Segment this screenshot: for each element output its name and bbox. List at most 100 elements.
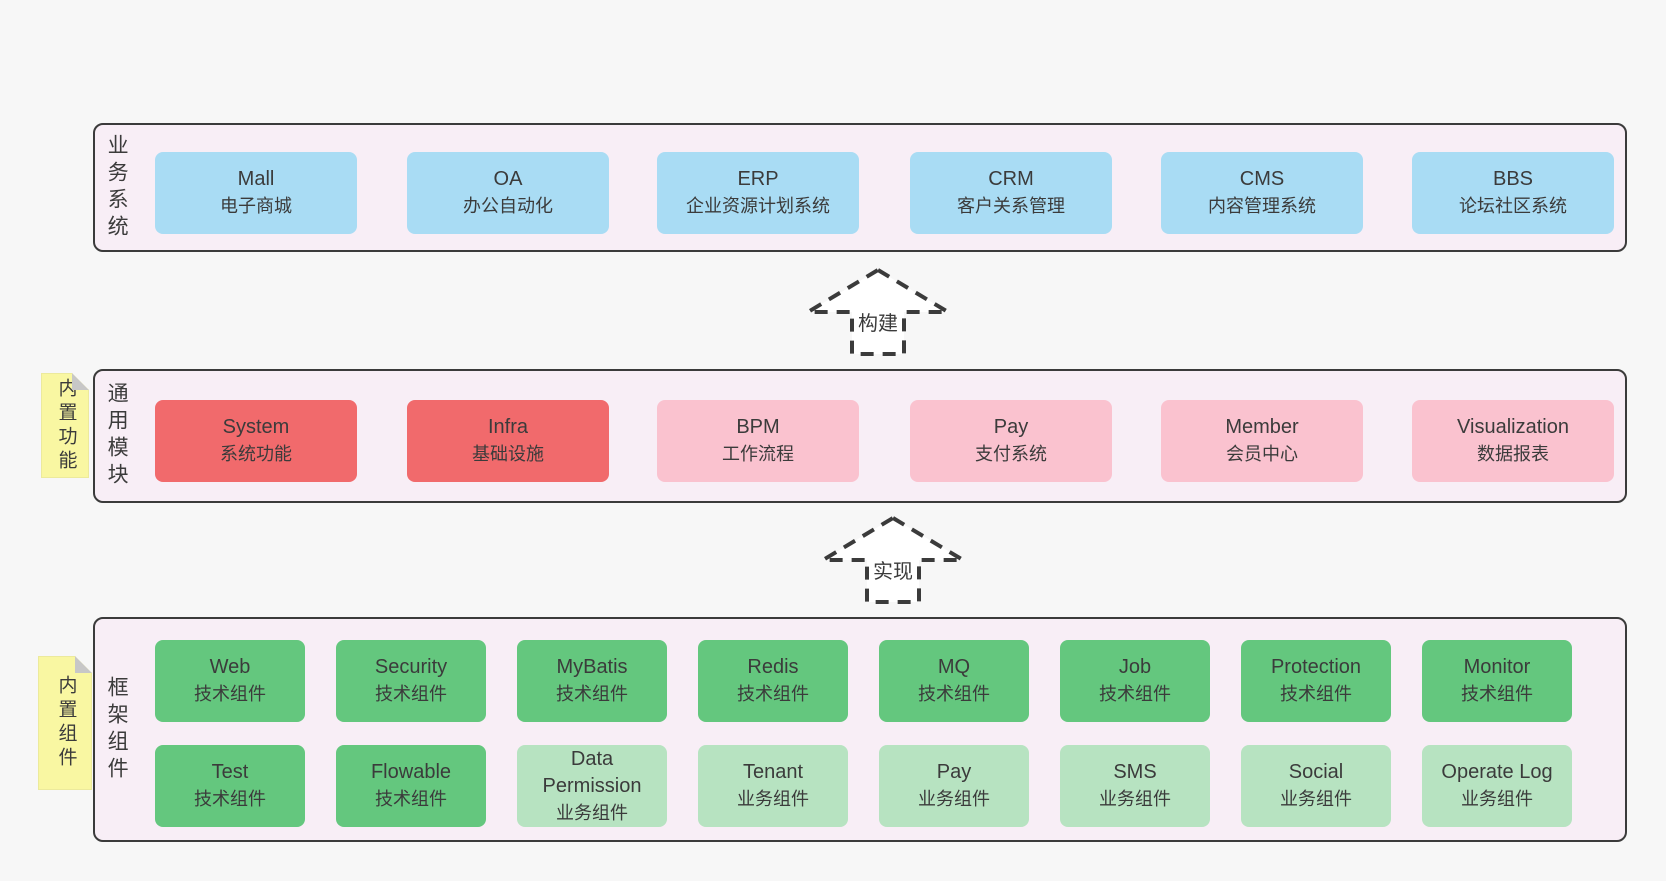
box-crm: CRM 客户关系管理 [910, 152, 1112, 234]
built-in-features-sticky-tab: 内置功能 [41, 373, 89, 478]
box-social-desc: 业务组件 [1280, 789, 1352, 809]
box-bbs-name: BBS [1492, 168, 1534, 190]
box-infra: Infra 基础设施 [407, 400, 609, 482]
box-mall: Mall 电子商城 [155, 152, 357, 234]
box-oa-name: OA [493, 168, 523, 190]
business-systems-section: 业务系统 Mall 电子商城 OA 办公自动化 ERP 企业资源计划系统 CRM… [93, 123, 1627, 252]
box-crm-name: CRM [988, 168, 1034, 190]
box-bpm-desc: 工作流程 [722, 444, 794, 464]
box-tenant-name: Tenant [742, 761, 804, 783]
framework-components-section: 框架组件 Web 技术组件 Security 技术组件 MyBatis 技术组件… [93, 617, 1627, 842]
build-arrow-label: 构建 [855, 306, 901, 337]
box-erp-desc: 企业资源计划系统 [686, 196, 830, 216]
box-infra-name: Infra [487, 416, 529, 438]
implement-arrow-label: 实现 [870, 554, 916, 585]
box-pay-component: Pay 业务组件 [879, 745, 1029, 827]
box-web-name: Web [209, 656, 251, 678]
box-monitor-name: Monitor [1463, 656, 1531, 678]
box-flowable-name: Flowable [370, 761, 452, 783]
box-test-name: Test [211, 761, 249, 783]
common-modules-side-label: 通用模块 [105, 382, 129, 490]
box-data-permission: Data Permission 业务组件 [517, 745, 667, 827]
box-job: Job 技术组件 [1060, 640, 1210, 722]
box-mq: MQ 技术组件 [879, 640, 1029, 722]
box-operate-log-name: Operate Log [1441, 761, 1553, 783]
box-mq-name: MQ [937, 656, 971, 678]
box-data-permission-desc: 业务组件 [556, 802, 628, 823]
box-data-permission-name: Data Permission [542, 747, 642, 797]
box-mall-desc: 电子商城 [220, 196, 292, 216]
box-security-desc: 技术组件 [375, 684, 447, 704]
box-erp: ERP 企业资源计划系统 [657, 152, 859, 234]
box-tenant-desc: 业务组件 [737, 789, 809, 809]
box-monitor-desc: 技术组件 [1461, 684, 1533, 704]
implement-up-arrow-icon: 实现 [813, 512, 973, 606]
box-sms-name: SMS [1113, 761, 1157, 783]
box-oa: OA 办公自动化 [407, 152, 609, 234]
box-bbs-desc: 论坛社区系统 [1459, 196, 1567, 216]
box-protection-name: Protection [1270, 656, 1362, 678]
box-security-name: Security [374, 656, 448, 678]
box-mall-name: Mall [237, 168, 275, 190]
box-web: Web 技术组件 [155, 640, 305, 722]
box-bpm-name: BPM [736, 416, 780, 438]
box-visualization: Visualization 数据报表 [1412, 400, 1614, 482]
box-tenant: Tenant 业务组件 [698, 745, 848, 827]
box-mybatis-desc: 技术组件 [556, 684, 628, 704]
box-member-desc: 会员中心 [1226, 444, 1298, 464]
box-mybatis: MyBatis 技术组件 [517, 640, 667, 722]
box-bbs: BBS 论坛社区系统 [1412, 152, 1614, 234]
box-redis: Redis 技术组件 [698, 640, 848, 722]
box-cms: CMS 内容管理系统 [1161, 152, 1363, 234]
box-protection-desc: 技术组件 [1280, 684, 1352, 704]
box-mybatis-name: MyBatis [556, 656, 628, 678]
framework-components-side-label: 框架组件 [105, 675, 129, 784]
box-redis-name: Redis [747, 656, 799, 678]
box-operate-log-desc: 业务组件 [1461, 789, 1533, 809]
box-flowable: Flowable 技术组件 [336, 745, 486, 827]
box-cms-desc: 内容管理系统 [1208, 196, 1316, 216]
business-systems-side-label: 业务系统 [105, 133, 129, 242]
box-visualization-desc: 数据报表 [1477, 444, 1549, 464]
box-monitor: Monitor 技术组件 [1422, 640, 1572, 722]
box-job-name: Job [1118, 656, 1152, 678]
box-sms: SMS 业务组件 [1060, 745, 1210, 827]
box-security: Security 技术组件 [336, 640, 486, 722]
common-modules-section: 通用模块 System 系统功能 Infra 基础设施 BPM 工作流程 Pay… [93, 369, 1627, 503]
box-crm-desc: 客户关系管理 [957, 196, 1065, 216]
box-pay-component-desc: 业务组件 [918, 789, 990, 809]
built-in-components-tab-label: 内置组件 [55, 675, 77, 771]
box-pay-component-name: Pay [936, 761, 972, 783]
box-social-name: Social [1288, 761, 1344, 783]
sticky-fold-corner-icon [72, 373, 89, 390]
box-test-desc: 技术组件 [194, 789, 266, 809]
box-sms-desc: 业务组件 [1099, 789, 1171, 809]
box-protection: Protection 技术组件 [1241, 640, 1391, 722]
box-visualization-name: Visualization [1457, 416, 1569, 438]
box-pay-module-name: Pay [993, 416, 1029, 438]
box-mq-desc: 技术组件 [918, 684, 990, 704]
box-job-desc: 技术组件 [1099, 684, 1171, 704]
box-system-desc: 系统功能 [220, 444, 292, 464]
build-up-arrow-icon: 构建 [798, 264, 958, 358]
sticky-fold-corner-icon [75, 656, 92, 673]
box-member: Member 会员中心 [1161, 400, 1363, 482]
box-oa-desc: 办公自动化 [463, 196, 553, 216]
box-operate-log: Operate Log 业务组件 [1422, 745, 1572, 827]
box-bpm: BPM 工作流程 [657, 400, 859, 482]
box-erp-name: ERP [737, 168, 779, 190]
box-pay-module: Pay 支付系统 [910, 400, 1112, 482]
box-redis-desc: 技术组件 [737, 684, 809, 704]
box-cms-name: CMS [1239, 168, 1285, 190]
box-system: System 系统功能 [155, 400, 357, 482]
box-pay-module-desc: 支付系统 [975, 444, 1047, 464]
box-flowable-desc: 技术组件 [375, 789, 447, 809]
built-in-features-tab-label: 内置功能 [55, 377, 77, 474]
box-member-name: Member [1225, 416, 1299, 438]
box-system-name: System [222, 416, 290, 438]
box-infra-desc: 基础设施 [472, 444, 544, 464]
box-web-desc: 技术组件 [194, 684, 266, 704]
built-in-components-sticky-tab: 内置组件 [38, 656, 92, 790]
box-test: Test 技术组件 [155, 745, 305, 827]
